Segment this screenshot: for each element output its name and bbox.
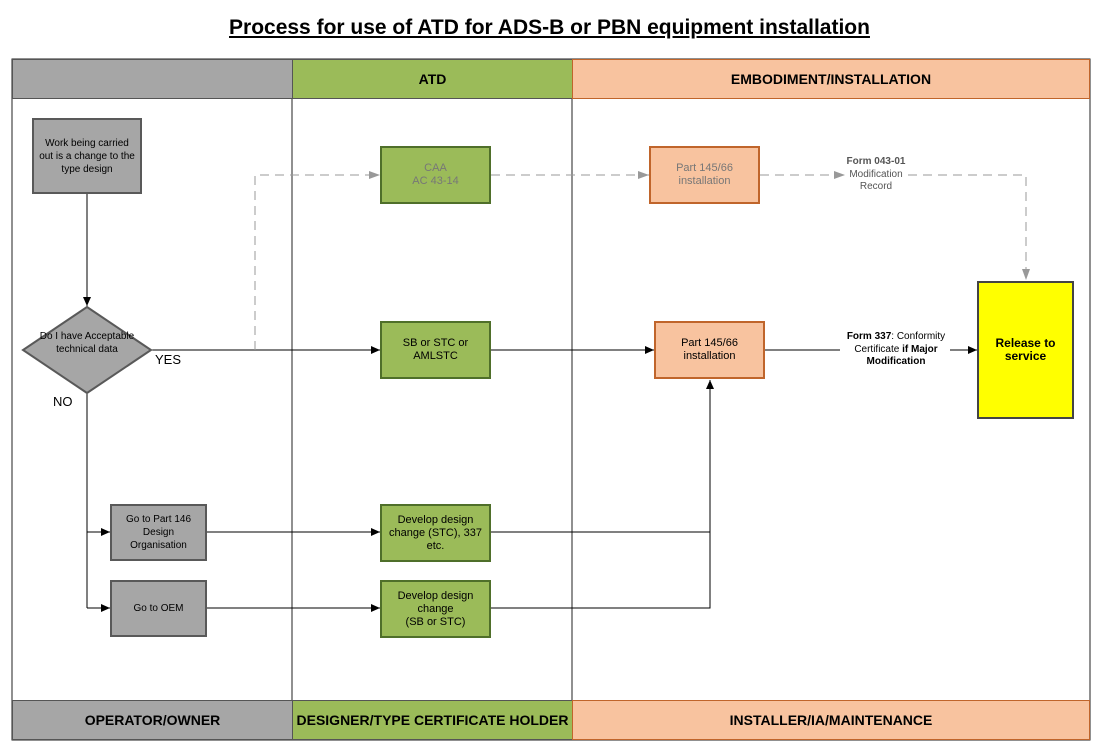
arrow-dev-to-part145 xyxy=(491,380,714,609)
node-develop-design-1: Develop design change (STC), 337 etc. xyxy=(380,504,491,562)
node-develop-design-2-line2: (SB or STC) xyxy=(405,615,466,628)
node-caa-line1: CAA xyxy=(424,162,447,174)
lane-header-embodiment-label: EMBODIMENT/INSTALLATION xyxy=(730,71,932,87)
page-title: Process for use of ATD for ADS-B or PBN … xyxy=(229,16,870,39)
label-no: NO xyxy=(53,394,73,409)
node-part145-mid-label: Part 145/66 installation xyxy=(681,337,738,362)
node-part145-top-label: Part 145/66 installation xyxy=(676,162,733,187)
label-form337-line2b: if Major xyxy=(899,343,938,355)
label-form043-title: Form 043-01 xyxy=(846,156,906,167)
label-form337-title: Form 337 xyxy=(846,331,892,342)
dashed-arrow-to-release xyxy=(908,174,1030,280)
node-decision-label: Do I have Acceptable technical data xyxy=(39,331,135,355)
dashed-arrow-to-caa xyxy=(254,171,380,350)
label-form337: Form 337: Conformity Certificate if Majo… xyxy=(838,331,954,369)
lane-header-atd-label: ATD xyxy=(418,71,447,87)
lane-footer-designer-label: DESIGNER/TYPE CERTIFICATE HOLDER xyxy=(296,712,569,728)
node-part145-mid: Part 145/66 installation xyxy=(654,321,765,379)
node-sb-stc-label: SB or STC or AMLSTC xyxy=(402,337,469,362)
lane-footer-operator: OPERATOR/OWNER xyxy=(12,700,293,740)
label-form043: Form 043-01 Modification Record xyxy=(838,156,914,194)
node-release-label: Release to service xyxy=(995,336,1056,363)
lane-footer-installer-label: INSTALLER/IA/MAINTENANCE xyxy=(729,712,933,728)
node-part145-top: Part 145/66 installation xyxy=(649,146,760,204)
lane-footer-installer: INSTALLER/IA/MAINTENANCE xyxy=(572,700,1090,740)
label-form337-line3: Modification xyxy=(866,356,926,367)
node-caa-line2: AC 43-14 xyxy=(412,175,459,187)
frame-border xyxy=(11,58,1091,741)
decision-diamond xyxy=(21,305,153,395)
node-work-change: Work being carried out is a change to th… xyxy=(32,118,142,194)
lane-footer-operator-label: OPERATOR/OWNER xyxy=(84,712,221,728)
label-form043-line2: Modification xyxy=(849,168,903,180)
node-oem: Go to OEM xyxy=(110,580,207,637)
lane-header-operator xyxy=(12,59,293,99)
node-work-change-label: Work being carried out is a change to th… xyxy=(39,137,135,175)
lane-footer-designer: DESIGNER/TYPE CERTIFICATE HOLDER xyxy=(292,700,573,740)
node-oem-label: Go to OEM xyxy=(133,603,184,614)
label-form043-line3: Record xyxy=(859,181,893,192)
node-caa: CAA AC 43-14 xyxy=(380,146,491,204)
node-develop-design-1-label: Develop design change (STC), 337 etc. xyxy=(389,513,482,552)
node-part146-label: Go to Part 146 Design Organisation xyxy=(125,514,192,551)
lane-header-atd: ATD xyxy=(292,59,573,99)
lane-header-embodiment: EMBODIMENT/INSTALLATION xyxy=(572,59,1090,99)
label-form337-line2a: Certificate xyxy=(854,343,900,355)
node-develop-design-2: Develop design change (SB or STC) xyxy=(380,580,491,638)
label-yes: YES xyxy=(155,352,182,367)
label-form337-rest: : Conformity xyxy=(891,331,946,342)
node-develop-design-2-line1: Develop design change xyxy=(397,589,474,615)
node-sb-stc: SB or STC or AMLSTC xyxy=(380,321,491,379)
node-part146: Go to Part 146 Design Organisation xyxy=(110,504,207,561)
node-release-to-service: Release to service xyxy=(977,281,1074,419)
